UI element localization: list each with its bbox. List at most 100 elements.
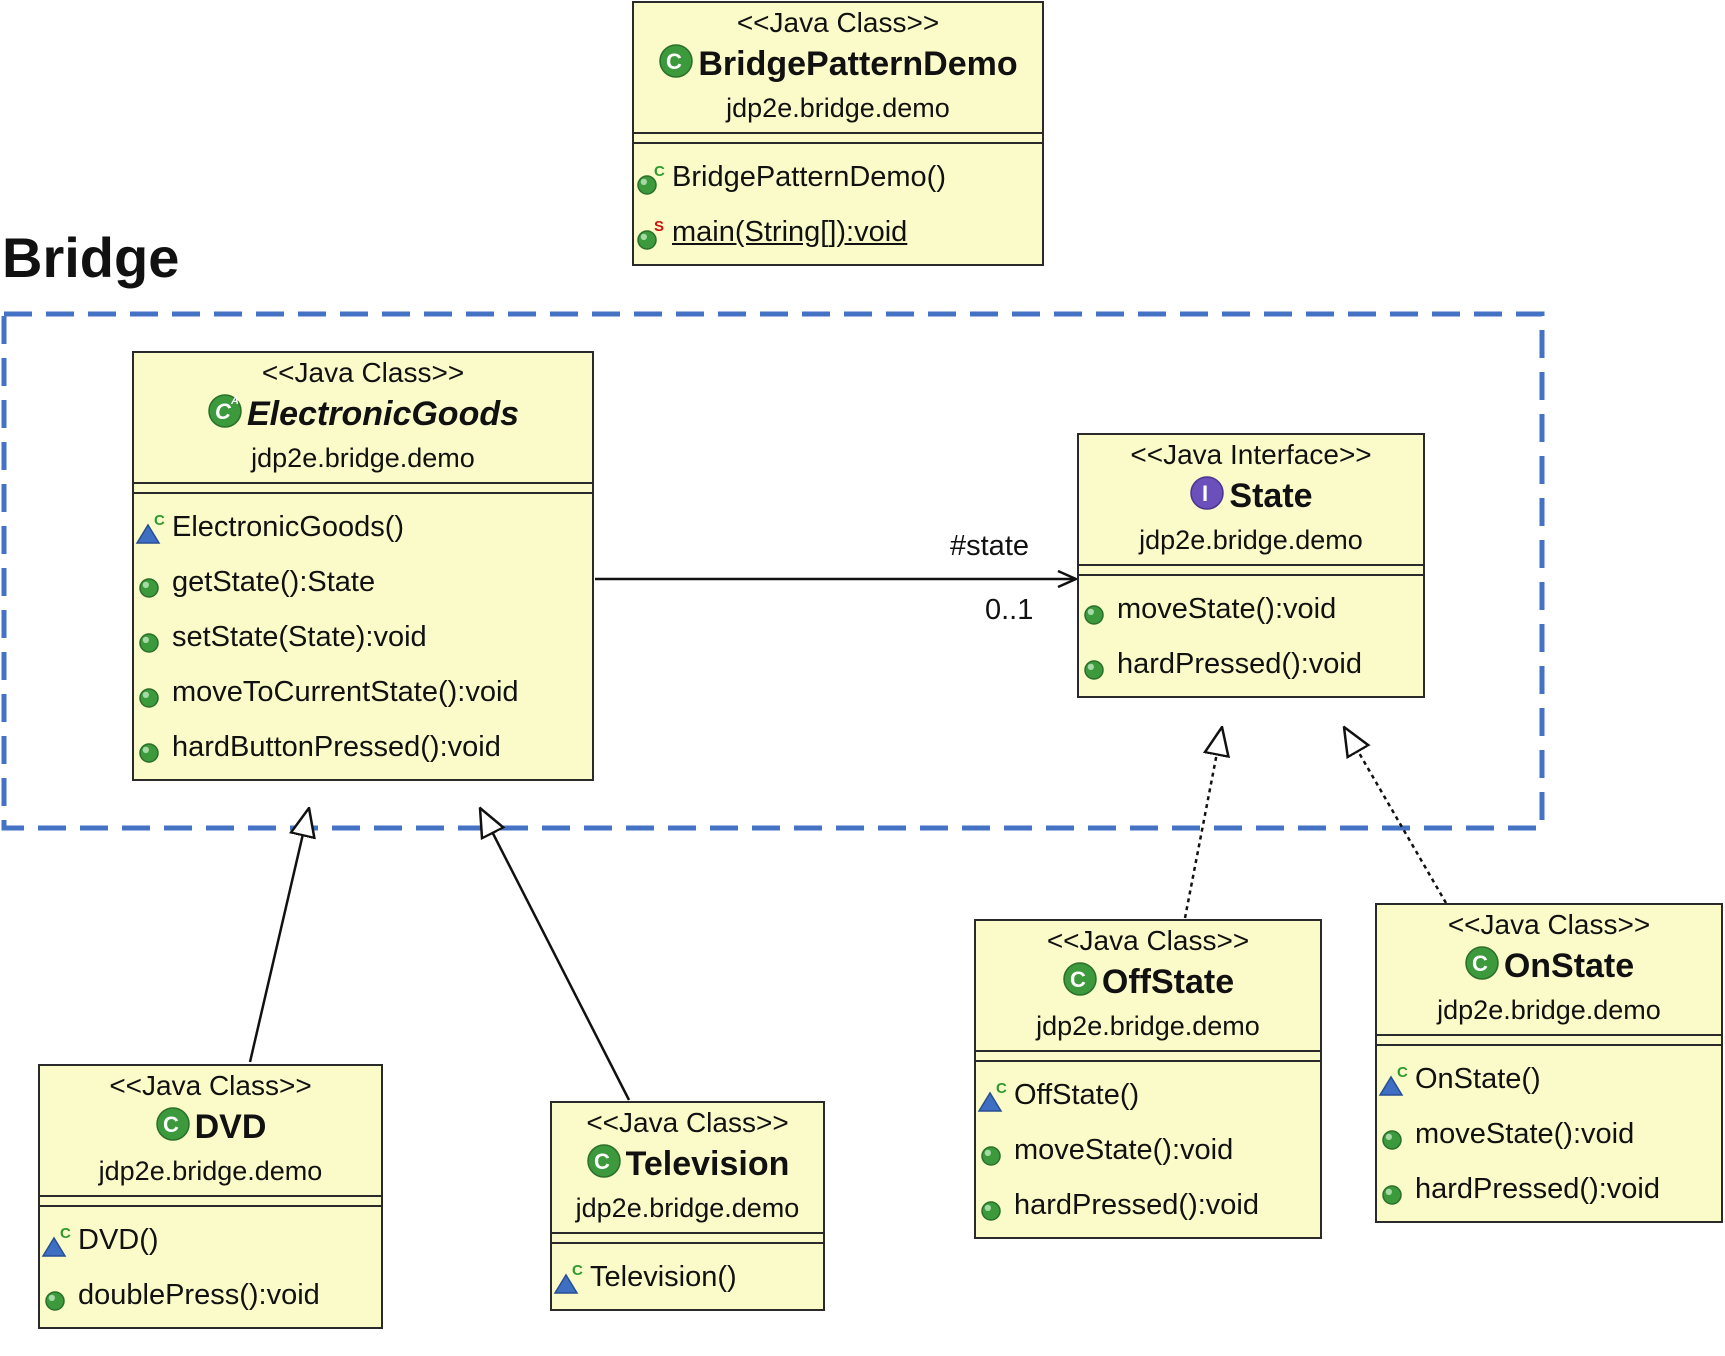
stereotype-label: <<Java Interface>> — [1130, 439, 1372, 470]
svg-text:S: S — [654, 218, 664, 235]
package-label: jdp2e.bridge.demo — [98, 1155, 323, 1186]
operation-row[interactable]: C Television() — [552, 1250, 823, 1305]
operation-row[interactable]: moveState():void — [1079, 582, 1423, 637]
class-icon: C — [155, 1106, 191, 1142]
public-method-icon — [134, 621, 168, 655]
package-constructor-icon: C — [552, 1261, 586, 1295]
package-label: jdp2e.bridge.demo — [575, 1192, 800, 1223]
operation-signature: getState():State — [172, 566, 376, 599]
operation-row[interactable]: hardPressed():void — [976, 1178, 1320, 1233]
attributes-compartment — [40, 1197, 381, 1208]
class-icon: C — [658, 43, 694, 79]
stereotype-label: <<Java Class>> — [586, 1107, 789, 1138]
svg-text:C: C — [1472, 951, 1488, 976]
attributes-compartment — [134, 484, 592, 495]
attributes-compartment — [976, 1052, 1320, 1063]
public-constructor-icon: C — [634, 161, 668, 195]
operation-signature: hardButtonPressed():void — [172, 731, 501, 764]
svg-text:C: C — [666, 49, 682, 74]
package-label: jdp2e.bridge.demo — [726, 92, 950, 123]
stereotype-label: <<Java Class>> — [736, 7, 940, 38]
public-method-icon — [1377, 1118, 1411, 1152]
attributes-compartment — [1079, 566, 1423, 577]
generalization-dvd-electronicgoods — [248, 808, 309, 1063]
class-name: State — [1229, 476, 1313, 515]
operation-signature: Television() — [590, 1261, 737, 1294]
operation-signature: hardPressed():void — [1117, 648, 1362, 681]
class-icon: C — [1464, 945, 1500, 981]
operation-row[interactable]: setState(State):void — [134, 610, 592, 665]
association-multiplicity-label: 0..1 — [985, 594, 1034, 626]
svg-text:C: C — [572, 1263, 583, 1279]
svg-text:C: C — [163, 1112, 179, 1137]
svg-text:C: C — [1070, 967, 1086, 992]
operations-compartment: moveState():void hardPressed():void — [1079, 576, 1423, 696]
svg-text:C: C — [594, 1149, 610, 1174]
operation-row[interactable]: getState():State — [134, 555, 592, 610]
public-method-icon — [134, 676, 168, 710]
bridge-group-boundary — [1, 311, 1545, 831]
operation-row[interactable]: doublePress():void — [40, 1268, 381, 1323]
operation-row[interactable]: moveState():void — [1377, 1107, 1721, 1162]
operation-row[interactable]: hardButtonPressed():void — [134, 720, 592, 775]
class-name: ElectronicGoods — [246, 394, 520, 433]
operation-signature: doublePress():void — [78, 1279, 320, 1312]
attributes-compartment — [1377, 1036, 1721, 1047]
operation-row[interactable]: moveToCurrentState():void — [134, 665, 592, 720]
stereotype-label: <<Java Class>> — [261, 357, 465, 388]
public-method-icon — [40, 1279, 74, 1313]
svg-text:C: C — [654, 163, 665, 180]
diagram-title: Bridge — [2, 226, 180, 289]
operation-signature: hardPressed():void — [1415, 1173, 1660, 1206]
operation-signature: hardPressed():void — [1014, 1189, 1259, 1222]
svg-text:C: C — [60, 1226, 71, 1242]
operation-signature: setState(State):void — [172, 621, 427, 654]
operation-signature: moveToCurrentState():void — [172, 676, 519, 709]
class-icon: C — [586, 1143, 622, 1179]
realization-offstate-state — [1183, 727, 1222, 919]
stereotype-label: <<Java Class>> — [1046, 925, 1250, 956]
operation-signature: main(String[]):void — [672, 216, 908, 249]
svg-text:C: C — [1397, 1065, 1408, 1081]
stereotype-label: <<Java Class>> — [1447, 909, 1651, 940]
operation-signature: moveState():void — [1415, 1118, 1635, 1151]
package-constructor-icon: C — [40, 1224, 74, 1258]
svg-text:I: I — [1202, 481, 1208, 506]
public-method-icon — [1079, 593, 1113, 627]
package-label: jdp2e.bridge.demo — [1036, 1010, 1260, 1041]
operation-row[interactable]: hardPressed():void — [1377, 1162, 1721, 1217]
attributes-compartment — [552, 1234, 823, 1245]
operation-row[interactable]: hardPressed():void — [1079, 637, 1423, 692]
operations-compartment: C Television() — [552, 1244, 823, 1309]
operation-row[interactable]: moveState():void — [976, 1123, 1320, 1178]
operation-signature: moveState():void — [1014, 1134, 1234, 1167]
realization-onstate-state — [1344, 727, 1448, 904]
